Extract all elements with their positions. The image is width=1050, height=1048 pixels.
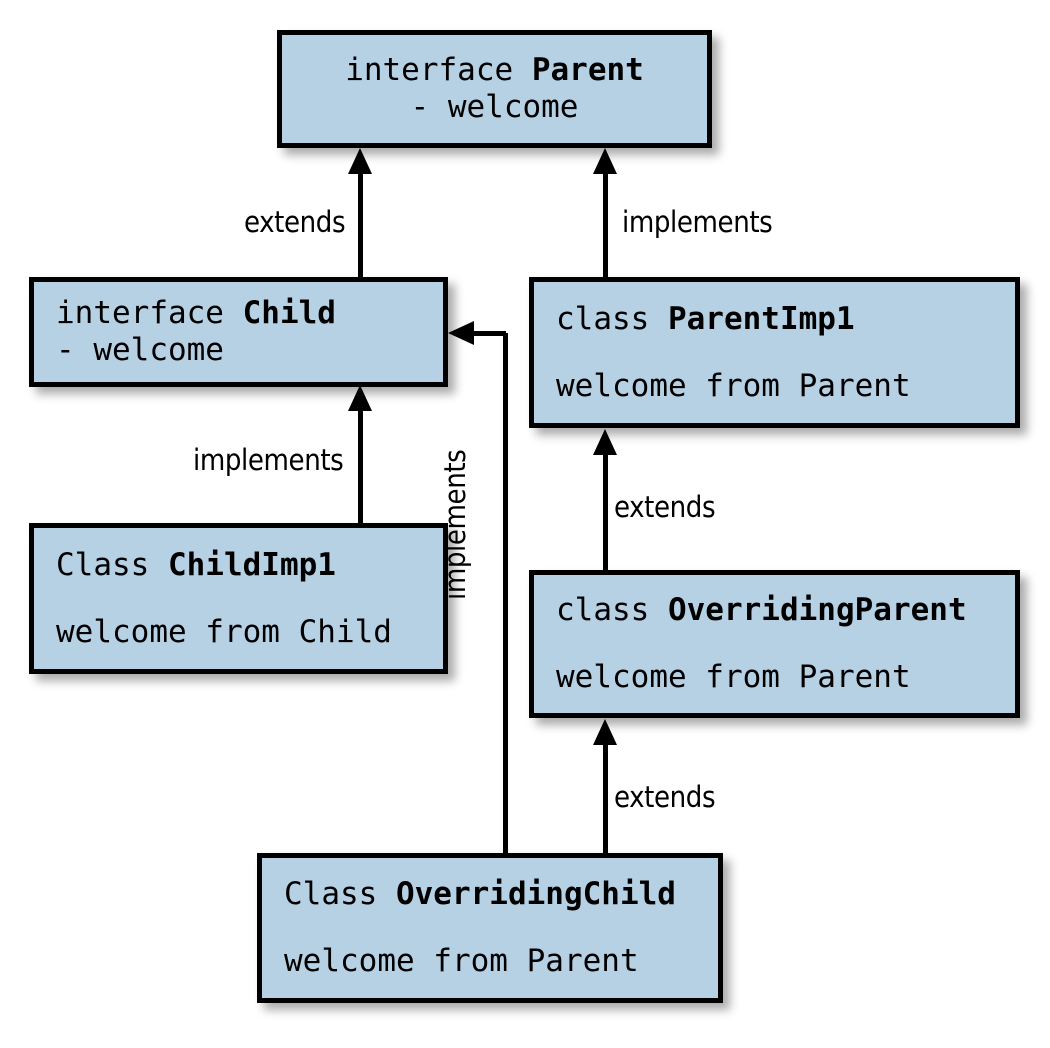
edge-label-childimp1-to-child: implements [193, 443, 344, 477]
edge-arrowhead-overridingchild-to-child [448, 321, 474, 345]
node-parent-imp1-output: welcome from Parent [556, 367, 911, 404]
edge-arrowhead-child-to-parent [348, 148, 372, 174]
node-parent-imp1-title: class ParentImp1 [534, 301, 1015, 338]
node-parent-imp1[interactable]: class ParentImp1 welcome from Parent [529, 277, 1020, 428]
edge-arrowhead-parentimp1-to-parent [593, 148, 617, 174]
edge-arrowhead-childimp1-to-child [348, 385, 372, 411]
node-overriding-child[interactable]: Class OverridingChild welcome from Paren… [257, 853, 723, 1003]
node-parent-title: interface Parent [282, 52, 707, 89]
node-child-imp1-output: welcome from Child [56, 613, 392, 650]
edge-label-parentimp1-to-parent: implements [622, 205, 773, 239]
node-overriding-parent-title-name: OverridingParent [667, 592, 967, 629]
node-parent[interactable]: interface Parent - welcome [277, 30, 712, 148]
edge-arrowhead-overridingparent-to-parentimp1 [593, 429, 617, 455]
node-overriding-child-output: welcome from Parent [284, 943, 639, 979]
node-child-imp1-title: Class ChildImp1 [34, 547, 443, 584]
node-overriding-parent-title-prefix: class [556, 592, 668, 629]
node-parent-imp1-divider [534, 338, 1015, 368]
node-overriding-child-title: Class OverridingChild [262, 876, 718, 913]
node-overriding-parent-output: welcome from Parent [556, 659, 911, 695]
node-parent-title-name: Parent [531, 52, 644, 89]
node-overriding-parent-title: class OverridingParent [534, 592, 1015, 629]
edge-line-child-to-parent [358, 174, 363, 279]
node-child[interactable]: interface Child - welcome [29, 277, 448, 387]
node-child-title-prefix: interface [56, 295, 243, 332]
node-child-imp1[interactable]: Class ChildImp1 welcome from Child [29, 523, 448, 674]
node-child-title-name: Child [242, 295, 336, 332]
node-parent-member: - welcome [410, 89, 579, 125]
edge-line-parentimp1-to-parent [603, 174, 608, 279]
node-overriding-child-divider [262, 913, 718, 943]
edge-arrowhead-overridingchild-to-overridingparent [593, 719, 617, 745]
node-overriding-parent-divider [534, 629, 1015, 659]
edge-line-childimp1-to-child [358, 411, 363, 526]
edge-line-overridingparent-to-parentimp1 [603, 455, 608, 572]
node-overriding-child-title-prefix: Class [284, 876, 396, 913]
node-child-imp1-divider [34, 584, 443, 614]
edge-line-overridingchild-to-overridingparent [603, 745, 608, 855]
node-overriding-child-title-name: OverridingChild [395, 876, 676, 913]
node-overriding-parent[interactable]: class OverridingParent welcome from Pare… [529, 570, 1020, 718]
edge-label-child-to-parent: extends [244, 205, 346, 239]
node-parent-imp1-title-prefix: class [556, 300, 668, 337]
node-child-imp1-title-name: ChildImp1 [167, 546, 336, 583]
node-child-member: - welcome [56, 332, 224, 368]
node-child-imp1-title-prefix: Class [56, 546, 168, 583]
edge-label-overridingchild-to-overridingparent: extends [614, 780, 716, 814]
node-parent-title-prefix: interface [345, 52, 532, 89]
edge-line-overridingchild-to-child-horizontal [474, 331, 506, 336]
edge-label-overridingparent-to-parentimp1: extends [614, 490, 716, 524]
node-parent-imp1-title-name: ParentImp1 [667, 300, 855, 337]
edge-line-overridingchild-to-child-vertical [503, 333, 508, 855]
node-child-title: interface Child [34, 295, 443, 332]
